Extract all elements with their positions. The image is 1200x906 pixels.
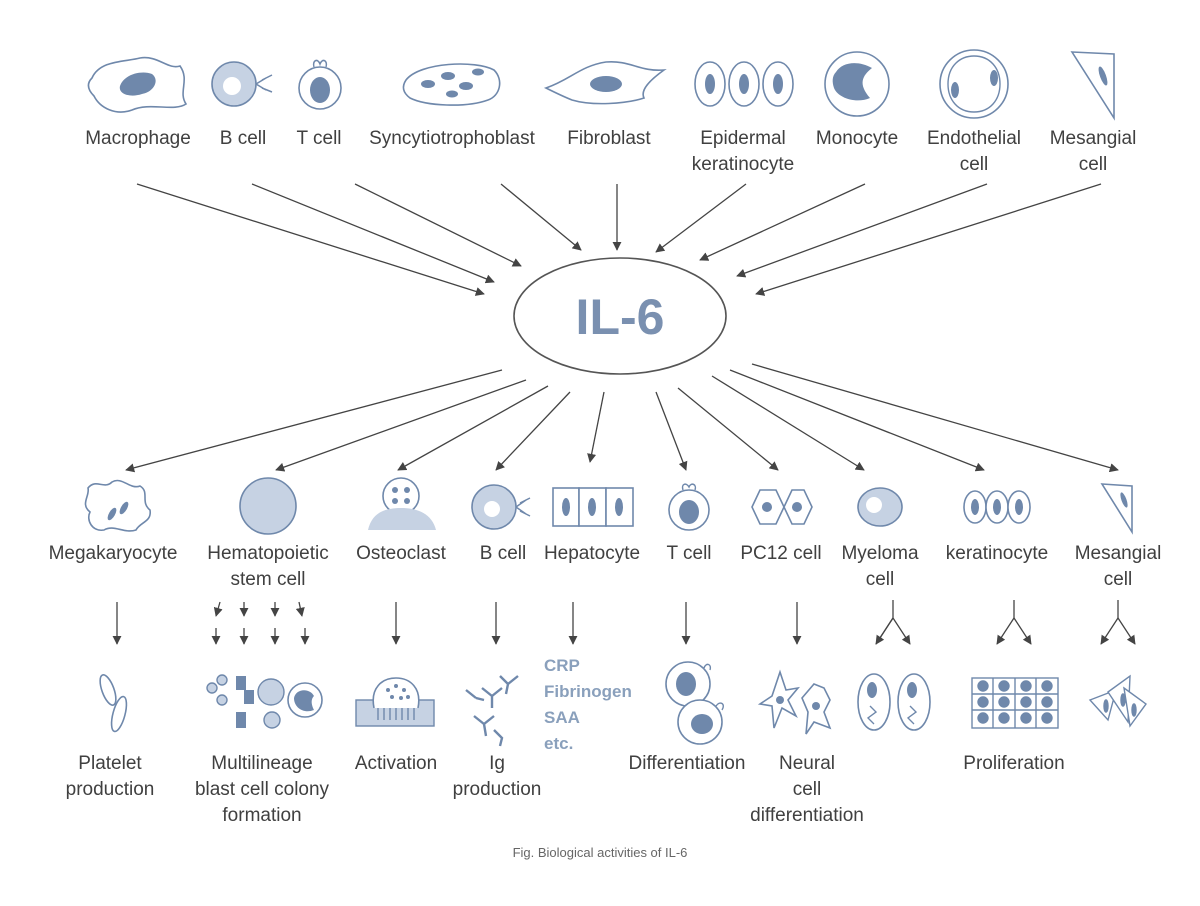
effect-proliferation: Proliferation xyxy=(963,753,1065,774)
inbound-arrows xyxy=(136,183,1102,296)
label-t-cell-target: T cell xyxy=(666,543,712,564)
neuron-icon xyxy=(757,669,832,735)
label-keratinocyte: keratinocyte xyxy=(945,543,1049,564)
myeloma-icon xyxy=(857,487,903,527)
platelet-icon xyxy=(99,674,128,733)
il6-hub xyxy=(513,257,727,375)
keratinocyte-proliferation-icon xyxy=(971,677,1059,729)
outbound-arrows xyxy=(125,363,1119,473)
keratinocyte-target-icon xyxy=(963,490,1031,524)
effect-arrows xyxy=(112,600,1136,644)
b-cell-target-icon xyxy=(471,484,531,530)
label-macrophage: Macrophage xyxy=(85,128,191,149)
myeloma-division-icon xyxy=(857,673,931,731)
il6-hub-label: IL-6 xyxy=(576,289,665,345)
t-cell-differentiation-icon xyxy=(665,661,725,745)
endothelial-icon xyxy=(939,49,1009,119)
b-cell-source-icon xyxy=(211,61,273,107)
osteoclast-activation-icon xyxy=(355,677,435,727)
effect-differentiation: Differentiation xyxy=(628,753,746,774)
label-hepatocyte: Hepatocyte xyxy=(543,543,641,564)
fibroblast-icon xyxy=(543,61,667,105)
label-megakaryocyte: Megakaryocyte xyxy=(48,543,178,564)
syncytiotrophoblast-icon xyxy=(402,63,501,106)
mesangial-proliferation-icon xyxy=(1088,674,1147,728)
mesangial-source-icon xyxy=(1070,51,1115,121)
figure-caption: Fig. Biological activities of IL-6 xyxy=(512,845,688,860)
label-fibroblast: Fibroblast xyxy=(567,128,651,149)
macrophage-icon xyxy=(87,56,188,113)
blast-colony-icon xyxy=(206,674,323,729)
osteoclast-icon xyxy=(368,477,436,530)
label-monocyte: Monocyte xyxy=(815,128,899,149)
t-cell-source-icon xyxy=(298,59,342,110)
label-pc12-cell: PC12 cell xyxy=(740,543,822,564)
pc12-icon xyxy=(751,489,813,525)
monocyte-icon xyxy=(824,51,890,117)
label-b-cell-target: B cell xyxy=(479,543,527,564)
effect-activation: Activation xyxy=(354,753,438,774)
mesangial-target-icon xyxy=(1100,483,1133,535)
megakaryocyte-icon xyxy=(84,479,151,532)
label-syncytiotrophoblast: Syncytiotrophoblast xyxy=(369,128,535,149)
label-b-cell-source: B cell xyxy=(219,128,267,149)
keratinocyte-source-icon xyxy=(694,61,794,107)
antibody-icon xyxy=(465,675,519,747)
t-cell-target-icon xyxy=(668,483,710,531)
stem-cell-icon xyxy=(239,477,297,535)
label-osteoclast: Osteoclast xyxy=(356,543,446,564)
hepatocyte-icon xyxy=(552,487,634,527)
label-t-cell-source: T cell xyxy=(296,128,342,149)
